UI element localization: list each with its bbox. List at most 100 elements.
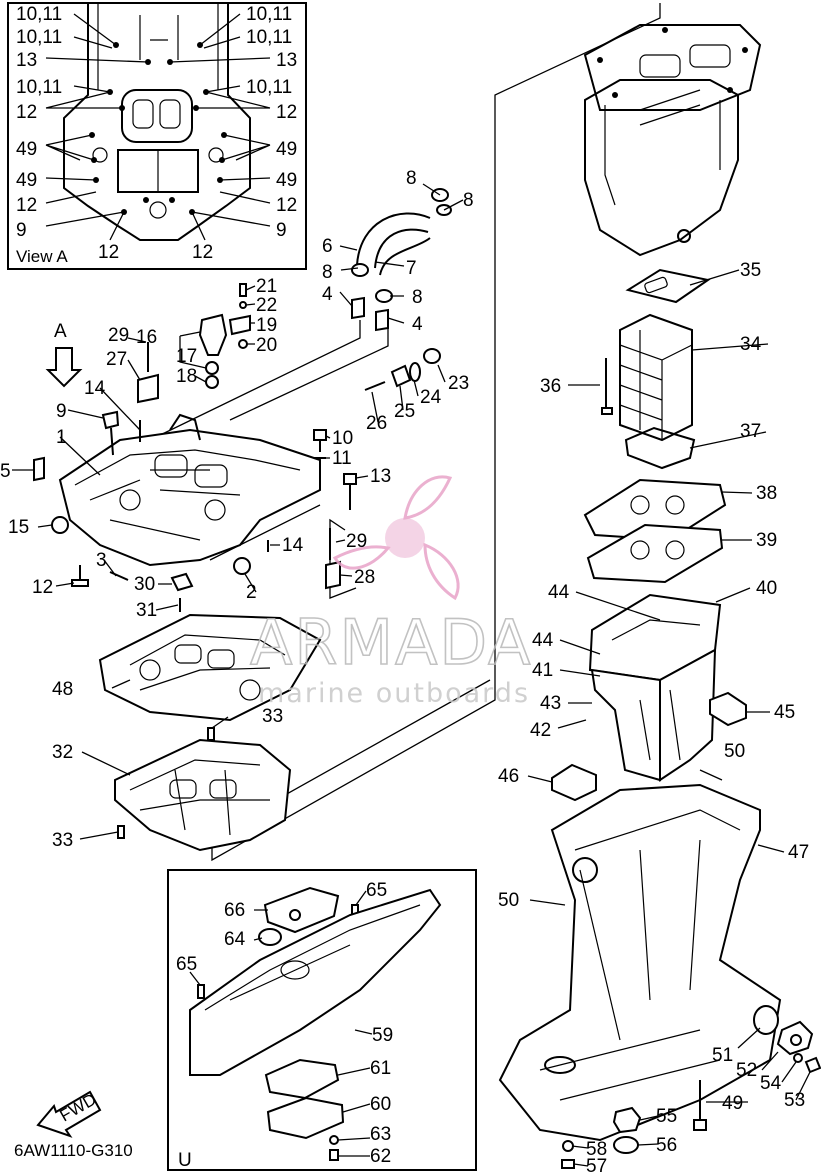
clamp-8c [351, 263, 369, 277]
pin-65b [197, 984, 205, 999]
callout: 11 [332, 448, 352, 469]
callout: 13 [370, 466, 391, 487]
o-ring-17 [205, 361, 219, 375]
watermark-brand: ARMADA [250, 606, 532, 679]
plug-2 [233, 557, 251, 575]
callout: 29 [108, 325, 129, 346]
callout: 20 [256, 335, 277, 356]
cover-19 [228, 314, 251, 336]
bolt-10 [313, 429, 327, 452]
view-a-callout-right: 49 [276, 139, 297, 160]
view-a-callout-right: 13 [276, 50, 297, 71]
callout: 43 [540, 693, 561, 714]
dowel-33a [207, 727, 215, 741]
seal-18 [205, 375, 219, 389]
callout: 24 [420, 387, 442, 408]
bolt-62 [329, 1149, 339, 1161]
hose-6-7 [356, 212, 431, 276]
view-a-callout-left: 49 [16, 170, 37, 191]
exhaust-guide-34 [619, 313, 693, 442]
watermark-tagline: marine outboards [258, 678, 530, 709]
callout: 15 [8, 517, 29, 538]
callout: 36 [540, 376, 561, 397]
callout: 27 [106, 349, 127, 370]
callout: 62 [370, 1146, 391, 1167]
bolt-9 [101, 410, 120, 456]
upper-casing [583, 24, 762, 257]
callout: 22 [256, 295, 277, 316]
callout: 16 [136, 327, 157, 348]
anode-25 [390, 364, 412, 388]
callout: 7 [406, 258, 417, 279]
spacer-32 [114, 738, 292, 852]
view-a-callout-right: 10,11 [246, 4, 292, 25]
seal-46 [551, 763, 597, 802]
callout: 47 [788, 842, 809, 863]
callout: 8 [412, 287, 423, 308]
callout: 8 [463, 190, 474, 211]
callout: 8 [406, 168, 417, 189]
callout: 41 [532, 660, 553, 681]
callout: 44 [548, 582, 570, 603]
callout: 34 [740, 334, 762, 355]
gasket-48 [98, 613, 322, 722]
callout: 54 [760, 1073, 782, 1094]
callout: 5 [0, 461, 11, 482]
callout: 33 [262, 706, 283, 727]
callout: 59 [372, 1025, 393, 1046]
washer-22 [239, 301, 247, 309]
callout: 14 [282, 535, 304, 556]
view-a-callout-left: 10,11 [16, 4, 62, 25]
plate-52 [776, 1020, 814, 1056]
callout: 4 [412, 314, 423, 335]
callout: 30 [134, 574, 155, 595]
callout: 10 [332, 428, 353, 449]
callout: 33 [52, 830, 73, 851]
callout: 52 [736, 1060, 757, 1081]
view-a-callout-right: 49 [276, 170, 297, 191]
callout: 19 [256, 315, 277, 336]
callout: 29 [346, 531, 367, 552]
o-ring-24 [409, 362, 421, 382]
callout: 50 [724, 741, 745, 762]
bolt-36 [601, 358, 613, 415]
callout: 25 [394, 401, 415, 422]
callout: 49 [722, 1093, 743, 1114]
clamp-30 [170, 572, 194, 592]
callout: 31 [136, 600, 157, 621]
callout: 58 [586, 1139, 607, 1160]
bolt-3 [109, 571, 129, 581]
inset-u-label: U [178, 1150, 192, 1171]
view-a-callout-left: 49 [16, 139, 37, 160]
bracket-27 [137, 373, 159, 404]
bolt-21 [239, 283, 247, 297]
callout: 64 [224, 929, 246, 950]
callout: 51 [712, 1045, 733, 1066]
view-a-callout-right: 12 [276, 102, 297, 123]
plate-60 [266, 1096, 345, 1140]
view-a-callout-left: 12 [98, 242, 119, 263]
callout: 8 [322, 262, 333, 283]
bolt-12 [71, 565, 89, 587]
bolt-57 [561, 1159, 575, 1169]
callout: 14 [84, 378, 106, 399]
callout: 39 [756, 530, 777, 551]
callout: 3 [96, 550, 107, 571]
callout: 12 [32, 577, 53, 598]
clamp-8a [431, 188, 449, 202]
drive-shaft-housing-47 [498, 783, 782, 1142]
bolt-26 [364, 381, 386, 391]
propeller-logo-icon [332, 475, 460, 601]
leader-lines [12, 183, 811, 1167]
callout: 65 [366, 880, 387, 901]
washer-20 [238, 339, 248, 349]
callout: 50 [498, 890, 519, 911]
callout: 2 [246, 582, 257, 603]
callouts: 8 8 6 7 8 8 4 4 21 22 19 20 16 29 17 27 … [0, 168, 809, 1174]
callout: 56 [656, 1135, 677, 1156]
callout: 21 [256, 276, 277, 297]
view-a-inset: 10,11 10,11 13 10,11 12 49 49 12 9 12 10… [7, 2, 307, 270]
callout: 60 [370, 1094, 391, 1115]
view-a-arrow-label: A [54, 321, 67, 342]
callout: 66 [224, 900, 245, 921]
